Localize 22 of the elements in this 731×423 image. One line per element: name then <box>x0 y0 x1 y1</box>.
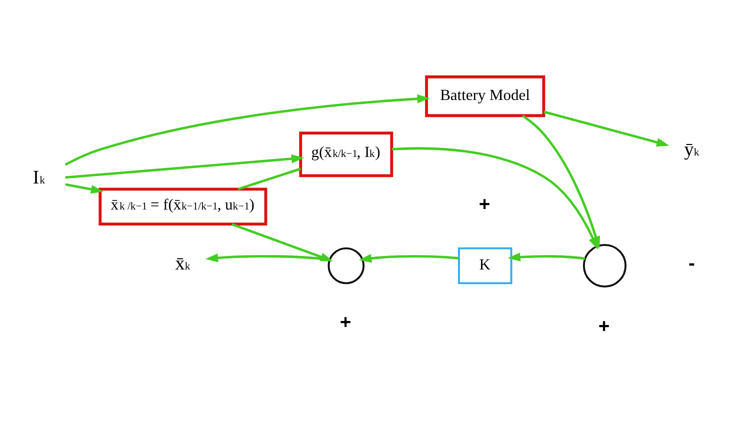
arrow <box>64 94 430 166</box>
arrow <box>65 183 104 194</box>
node-box: K <box>458 247 512 284</box>
node-box: x̄k /k−1 = f(x̄k−1/k−1, uk−1) <box>98 188 268 226</box>
node-text: x̄k <box>175 254 190 275</box>
arrow <box>358 254 459 263</box>
arrow <box>392 147 598 250</box>
arrow <box>544 110 670 147</box>
arrow <box>508 252 586 262</box>
node-circle <box>582 244 627 288</box>
node-box: g(x̄k/k−1, Ik) <box>299 132 394 178</box>
node-circle <box>328 247 365 284</box>
node-box: Battery Model <box>425 75 546 118</box>
label: + <box>598 316 610 338</box>
connector <box>238 168 301 190</box>
node-text: Ik <box>32 167 45 188</box>
node-text: ȳk <box>684 139 700 160</box>
label: - <box>688 252 695 275</box>
label: + <box>340 312 352 334</box>
arrow <box>65 154 304 179</box>
arrow <box>231 223 334 262</box>
label: + <box>478 194 490 216</box>
